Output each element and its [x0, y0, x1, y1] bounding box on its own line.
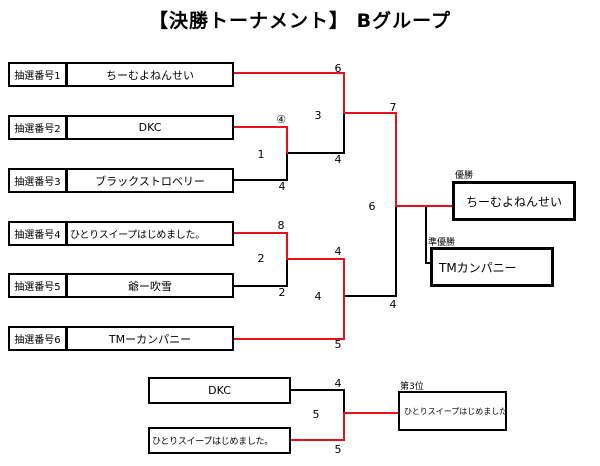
score-t2: ④ [276, 113, 286, 126]
score-t1: 6 [334, 62, 342, 75]
team-box-6: TMーカンパニー [66, 326, 234, 351]
match-no-3: 3 [314, 109, 322, 122]
line-t5 [232, 258, 288, 287]
lot-label-4: 抽選番号4 [8, 221, 67, 246]
score-semi-b-top: 4 [334, 245, 342, 258]
match-no-6: 6 [368, 200, 376, 213]
lot-label-3: 抽選番号3 [8, 168, 67, 193]
score-final-top: 7 [389, 101, 397, 114]
team-box-1: ちーむよねんせい [66, 62, 234, 87]
line-final-c [343, 205, 397, 297]
team-box-5: 爺ー吹雪 [66, 273, 234, 298]
score-t6: 5 [334, 338, 342, 351]
line-t1 [232, 72, 345, 114]
score-t3: 4 [278, 180, 286, 193]
team-box-3: ブラックストロベリー [66, 168, 234, 193]
line-3rd-top [289, 389, 345, 414]
score-final-bottom: 4 [389, 298, 397, 311]
line-semi-a-win [343, 112, 397, 207]
team-box-2: DKC [66, 115, 234, 140]
line-3rd-bottom [289, 412, 399, 441]
match-no-1: 1 [257, 148, 265, 161]
runner-up-label: 準優勝 [428, 238, 456, 248]
lot-label-5: 抽選番号5 [8, 273, 67, 298]
page-title: 【決勝トーナメント】 Bグループ [149, 10, 451, 32]
score-t5: 2 [278, 286, 286, 299]
score-third-bottom: 5 [334, 443, 342, 456]
third-match-bottom-box: ひとりスイープはじめました。 [148, 427, 291, 454]
lot-label-1: 抽選番号1 [8, 62, 67, 87]
line-b-win [286, 258, 345, 297]
third-box: ひとりスイープはじめました。 [398, 391, 507, 431]
lot-label-2: 抽選番号2 [8, 115, 67, 140]
line-semi-a [286, 112, 345, 154]
champion-label: 優勝 [455, 171, 474, 181]
score-third-top: 4 [334, 377, 342, 390]
team-box-4: ひとりスイープはじめました。 [66, 221, 234, 246]
third-match-top-box: DKC [148, 377, 291, 404]
champion-box: ちーむよねんせい [452, 181, 576, 221]
line-t2 [232, 126, 288, 154]
lot-label-6: 抽選番号6 [8, 326, 67, 351]
line-runnerup [395, 205, 431, 264]
match-no-2: 2 [257, 252, 265, 265]
score-semi-a-bottom: 4 [334, 153, 342, 166]
score-t4: 8 [277, 219, 285, 232]
match-no-5: 5 [312, 408, 320, 421]
match-no-4: 4 [314, 290, 322, 303]
line-t4 [232, 232, 288, 260]
runner-up-box: TMカンパニー [430, 247, 554, 287]
line-t6 [232, 295, 345, 340]
third-label: 第3位 [400, 382, 424, 392]
line-t3 [232, 152, 288, 181]
